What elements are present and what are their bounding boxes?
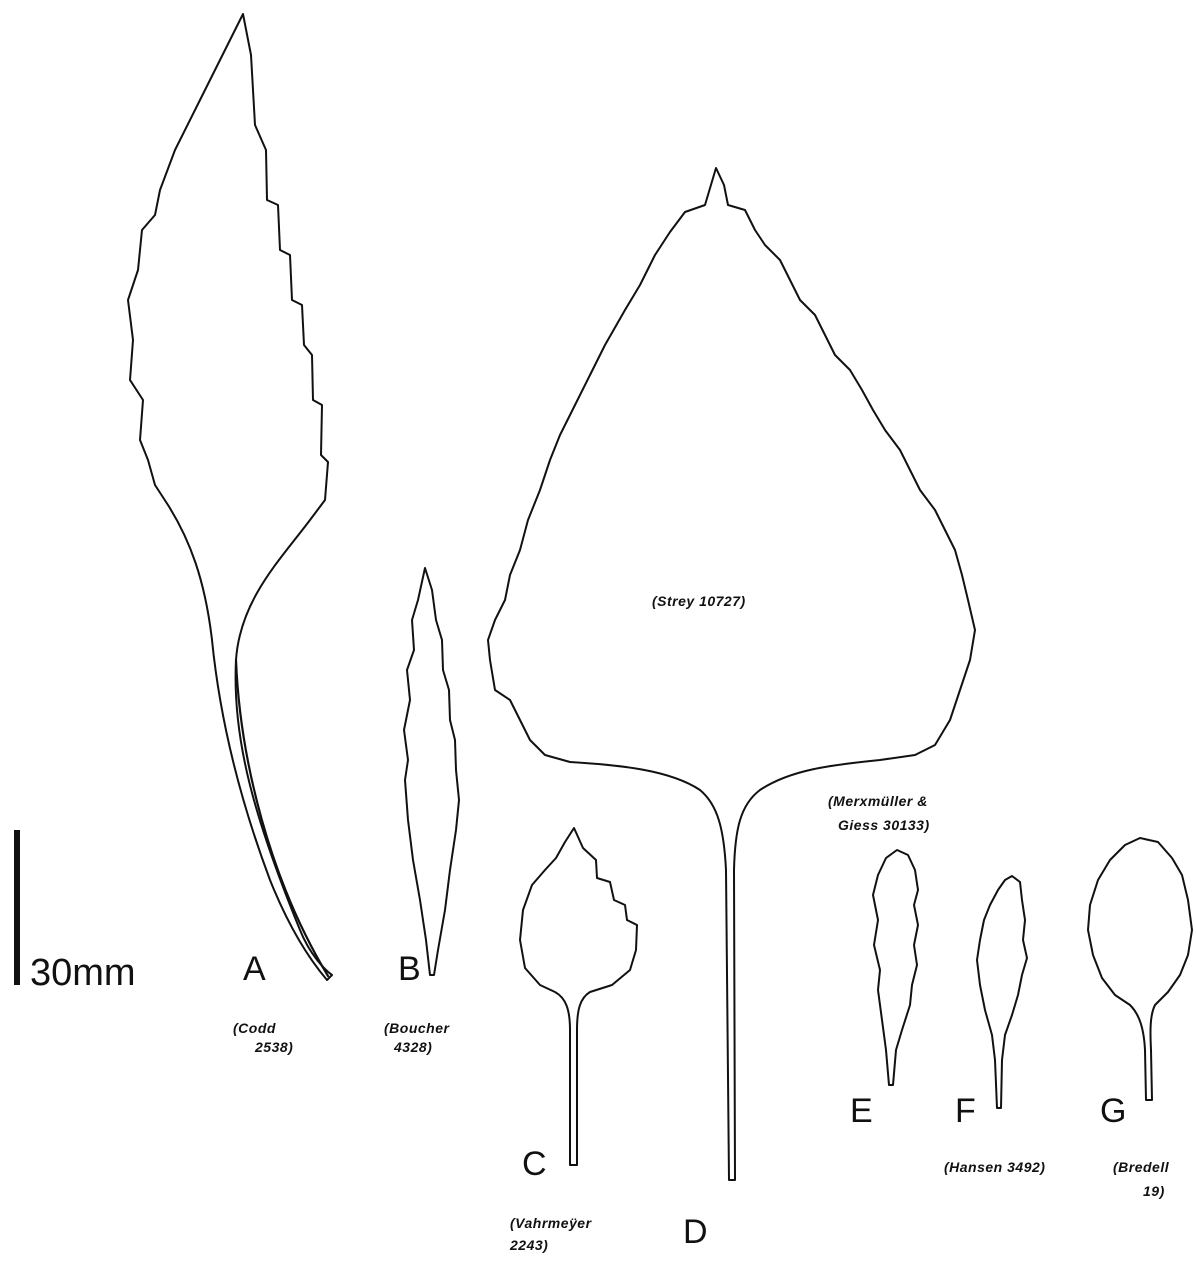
leaf-c-collector-1: (Vahrmeÿer <box>510 1215 593 1231</box>
leaf-f-outline <box>977 876 1027 1108</box>
leaf-e-collector-1: (Merxmüller & <box>828 793 928 809</box>
leaf-a: A (Codd 2538) <box>128 14 332 1055</box>
leaf-c-collector-2: 2243) <box>509 1237 548 1253</box>
leaf-b-collector-1: (Boucher <box>384 1020 451 1036</box>
leaf-e-collector-2: Giess 30133) <box>838 817 930 833</box>
leaf-f-letter: F <box>955 1092 976 1130</box>
leaf-a-letter: A <box>243 950 266 988</box>
leaf-g: G (Bredell 19) <box>1088 838 1192 1199</box>
leaf-c: C (Vahrmeÿer 2243) <box>509 828 637 1253</box>
leaf-d: (Strey 10727) D <box>488 168 975 1251</box>
leaf-e: E (Merxmüller & Giess 30133) <box>828 793 930 1130</box>
leaf-g-collector-1: (Bredell <box>1113 1159 1170 1175</box>
leaf-c-letter: C <box>522 1145 547 1183</box>
leaf-b: B (Boucher 4328) <box>384 568 459 1055</box>
leaf-e-letter: E <box>850 1092 873 1130</box>
leaf-a-collector-1: (Codd <box>233 1020 276 1036</box>
leaf-f-collector: (Hansen 3492) <box>944 1159 1045 1175</box>
scale-bar-label: 30mm <box>30 952 136 994</box>
leaf-b-letter: B <box>398 950 421 988</box>
leaf-e-outline <box>873 850 918 1085</box>
leaf-g-outline <box>1088 838 1192 1100</box>
leaf-d-collector: (Strey 10727) <box>652 593 746 609</box>
leaf-g-collector-2: 19) <box>1143 1183 1165 1199</box>
leaf-a-outline <box>128 14 332 980</box>
leaf-c-outline <box>520 828 637 1165</box>
leaf-d-letter: D <box>683 1213 708 1251</box>
leaf-b-collector-2: 4328) <box>393 1039 432 1055</box>
leaf-f: F (Hansen 3492) <box>944 876 1045 1175</box>
leaf-a-collector-2: 2538) <box>254 1039 293 1055</box>
leaf-g-letter: G <box>1100 1092 1126 1130</box>
leaf-b-outline <box>404 568 459 975</box>
